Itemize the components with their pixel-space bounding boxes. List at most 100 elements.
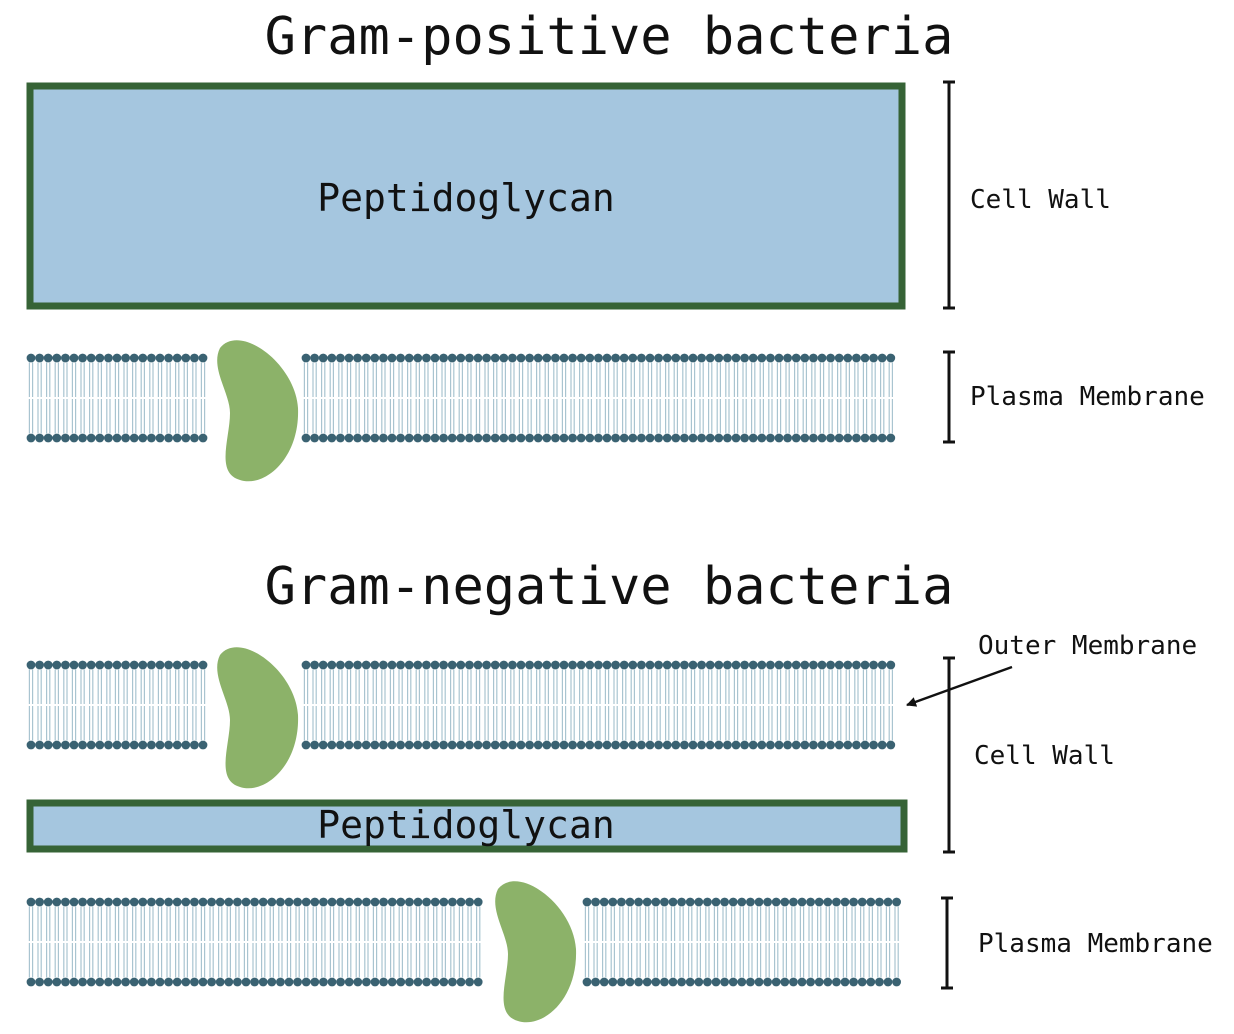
lipid-head-icon: [662, 740, 672, 750]
lipid-head-icon: [594, 660, 603, 670]
lipid-head-icon: [129, 897, 139, 907]
lipid-head-icon: [284, 977, 294, 987]
lipid-head-icon: [370, 977, 380, 987]
lipid-head-icon: [387, 977, 397, 987]
lipid-head-icon: [645, 433, 655, 443]
lipid-head-icon: [525, 353, 534, 363]
lipid-head-icon: [625, 897, 635, 907]
lipid-head-icon: [748, 660, 758, 670]
lipid-head-icon: [353, 977, 363, 987]
lipid-head-icon: [637, 740, 646, 750]
lipid-head-icon: [396, 740, 405, 750]
lipid-head-icon: [886, 353, 896, 363]
lipid-head-icon: [35, 977, 44, 987]
lipid-head-icon: [52, 740, 62, 750]
lipid-head-icon: [301, 897, 311, 907]
lipid-head-icon: [754, 897, 764, 907]
lipid-head-icon: [318, 353, 328, 363]
lipid-head-icon: [680, 433, 689, 443]
lipid-head-icon: [533, 660, 543, 670]
lipid-head-icon: [147, 433, 156, 443]
lipid-head-icon: [869, 660, 878, 670]
lipid-head-icon: [430, 353, 440, 363]
lipid-head-icon: [370, 433, 380, 443]
lipid-head-icon: [456, 740, 466, 750]
lipid-head-icon: [198, 353, 208, 363]
lipid-head-icon: [69, 740, 79, 750]
lipid-head-icon: [771, 897, 781, 907]
lipid-head-icon: [318, 660, 328, 670]
lipid-head-icon: [190, 897, 199, 907]
lipid-head-icon: [413, 897, 423, 907]
lipid-head-icon: [728, 897, 738, 907]
lipid-head-icon: [190, 740, 199, 750]
lipid-head-icon: [404, 433, 414, 443]
lipid-head-icon: [439, 353, 448, 363]
lipid-head-icon: [877, 353, 887, 363]
lipid-head-icon: [172, 353, 182, 363]
lipid-head-icon: [353, 433, 362, 443]
lipid-head-icon: [43, 977, 53, 987]
lipid-head-icon: [757, 740, 767, 750]
lipid-head-icon: [69, 353, 79, 363]
lipid-head-icon: [542, 660, 552, 670]
lipid-head-icon: [344, 353, 354, 363]
lipid-head-icon: [594, 353, 603, 363]
lipid-head-icon: [447, 433, 457, 443]
lipid-head-icon: [456, 353, 466, 363]
lipid-head-icon: [797, 977, 807, 987]
lipid-head-icon: [677, 897, 686, 907]
lipid-head-icon: [703, 977, 712, 987]
lipid-head-icon: [783, 660, 792, 670]
lipid-head-icon: [866, 897, 876, 907]
lipid-head-icon: [737, 897, 747, 907]
lipid-head-icon: [832, 977, 841, 987]
lipid-head-icon: [78, 740, 87, 750]
lipid-head-icon: [680, 740, 689, 750]
lipid-head-icon: [852, 353, 861, 363]
lipid-head-icon: [310, 353, 319, 363]
lipid-head-icon: [671, 660, 681, 670]
lipid-head-icon: [327, 433, 337, 443]
lipid-head-icon: [602, 740, 612, 750]
lipid-head-icon: [181, 977, 191, 987]
lipid-head-icon: [826, 433, 835, 443]
lipid-head-icon: [86, 740, 96, 750]
lipid-head-icon: [809, 433, 818, 443]
lipid-head-icon: [737, 977, 747, 987]
lipid-head-icon: [766, 433, 775, 443]
lipid-head-icon: [147, 353, 156, 363]
lipid-head-icon: [849, 977, 858, 987]
gram-negative-peptidoglycan-label: Peptidoglycan: [317, 803, 614, 847]
lipid-head-icon: [757, 353, 767, 363]
lipid-head-icon: [680, 660, 689, 670]
lipid-head-icon: [823, 897, 833, 907]
lipid-head-icon: [826, 353, 835, 363]
lipid-head-icon: [155, 353, 165, 363]
lipid-head-icon: [69, 433, 79, 443]
lipid-head-icon: [310, 897, 320, 907]
lipid-head-icon: [456, 977, 466, 987]
lipid-head-icon: [797, 897, 807, 907]
lipid-head-icon: [746, 897, 755, 907]
lipid-head-icon: [662, 353, 672, 363]
lipid-head-icon: [327, 977, 337, 987]
lipid-head-icon: [155, 660, 165, 670]
lipid-head-icon: [619, 660, 629, 670]
lipid-head-icon: [172, 433, 182, 443]
lipid-head-icon: [697, 660, 706, 670]
lipid-head-icon: [344, 660, 354, 670]
lipid-head-icon: [591, 977, 600, 987]
lipid-head-icon: [594, 740, 603, 750]
lipid-head-icon: [129, 740, 139, 750]
lipid-head-icon: [817, 353, 827, 363]
lipid-head-icon: [711, 897, 721, 907]
lipid-head-icon: [172, 660, 182, 670]
lipid-head-icon: [465, 977, 474, 987]
lipid-head-icon: [789, 897, 798, 907]
lipid-head-icon: [806, 897, 815, 907]
lipid-head-icon: [645, 353, 655, 363]
lipid-head-icon: [121, 660, 130, 670]
lipid-head-icon: [155, 433, 165, 443]
lipid-head-icon: [869, 740, 878, 750]
